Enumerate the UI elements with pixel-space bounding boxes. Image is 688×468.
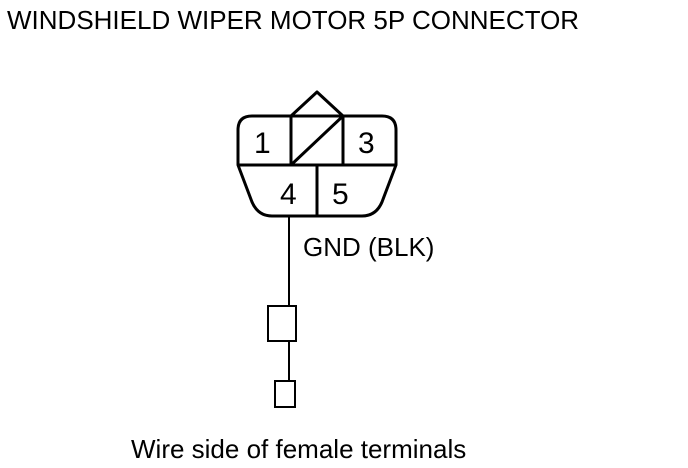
blank-cavity-diagonal	[289, 114, 345, 167]
pin-label-3: 3	[358, 127, 375, 160]
ground-label: GND (BLK)	[303, 232, 434, 262]
housing-outline	[236, 114, 398, 218]
terminal-probe-upper	[267, 305, 297, 342]
pin-label-4: 4	[280, 178, 297, 211]
ground-wire	[267, 216, 297, 408]
pin-label-5: 5	[332, 178, 349, 211]
pin-label-1: 1	[254, 127, 271, 160]
diagram-caption: Wire side of female terminals	[131, 434, 466, 464]
locking-tab	[289, 90, 345, 118]
diagram-title: WINDSHIELD WIPER MOTOR 5P CONNECTOR	[7, 5, 579, 35]
connector-housing	[236, 90, 398, 218]
terminal-probe-lower	[274, 380, 296, 408]
